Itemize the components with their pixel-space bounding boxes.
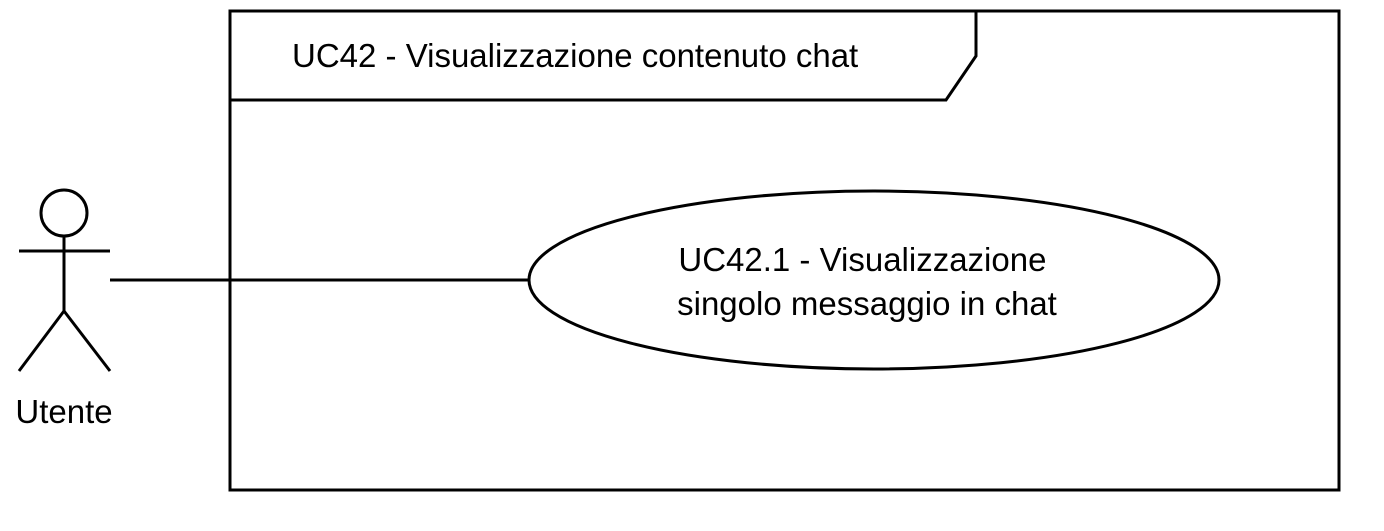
use-case-ellipse [527,189,1221,371]
frame-title: UC42 - Visualizzazione contenuto chat [292,37,858,74]
actor-utente: Utente [15,188,113,430]
use-case-uc42-1: UC42.1 - Visualizzazione singolo messagg… [527,189,1221,371]
use-case-label: UC42.1 - Visualizzazione singolo messagg… [677,241,1057,322]
actor-label: Utente [15,393,112,430]
system-frame: UC42 - Visualizzazione contenuto chat [228,9,1341,492]
use-case-label-line-2: singolo messaggio in chat [677,285,1057,322]
use-case-label-line-1: UC42.1 - Visualizzazione [678,241,1046,278]
actor-right-leg [62,310,112,372]
actor-head [39,188,89,238]
frame-title-tab [230,11,978,102]
system-boundary [228,9,1341,492]
actor-left-leg [17,310,66,372]
